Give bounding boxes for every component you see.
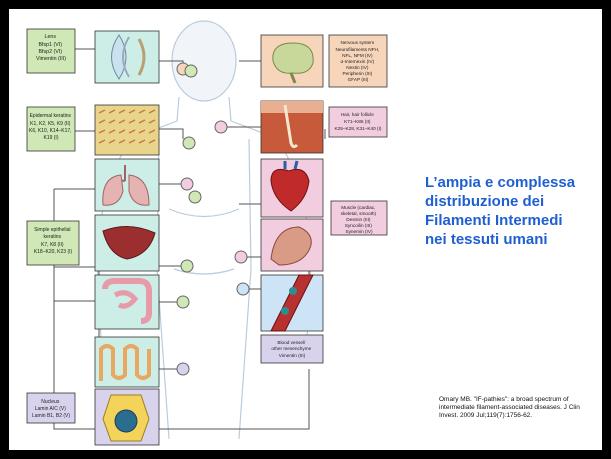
title-line: Filamenti Intermedi (425, 211, 601, 230)
slide: Lens Bfsp1 (VI) Bfsp2 (VI) Vimentin (III… (9, 9, 602, 450)
intestine-image (95, 275, 159, 329)
citation: Omary MB. "IF-pathies": a broad spectrum… (439, 396, 599, 420)
citation-line: intermediate filament-associated disease… (439, 404, 599, 412)
blood-vessel-image (261, 275, 323, 331)
muscle-image (261, 219, 323, 271)
marker-circles (177, 63, 249, 375)
title-line: nei tessuti umani (425, 230, 601, 249)
citation-line: Invest. 2009 Jul;119(7):1756-62. (439, 412, 599, 420)
lens-image (95, 31, 159, 83)
title-line: distribuzione dei (425, 192, 601, 211)
brain-image (261, 35, 323, 87)
heart-image (261, 159, 323, 217)
liver-image (95, 215, 159, 271)
villi-image (95, 337, 159, 387)
nucleus-cell-image (95, 389, 159, 445)
skin-image (95, 105, 159, 155)
hair-follicle-image (261, 101, 323, 153)
title-line: L’ampia e complessa (425, 173, 601, 192)
slide-title: L’ampia e complessa distribuzione dei Fi… (425, 173, 601, 249)
lungs-image (95, 159, 159, 211)
citation-line: Omary MB. "IF-pathies": a broad spectrum… (439, 396, 599, 404)
